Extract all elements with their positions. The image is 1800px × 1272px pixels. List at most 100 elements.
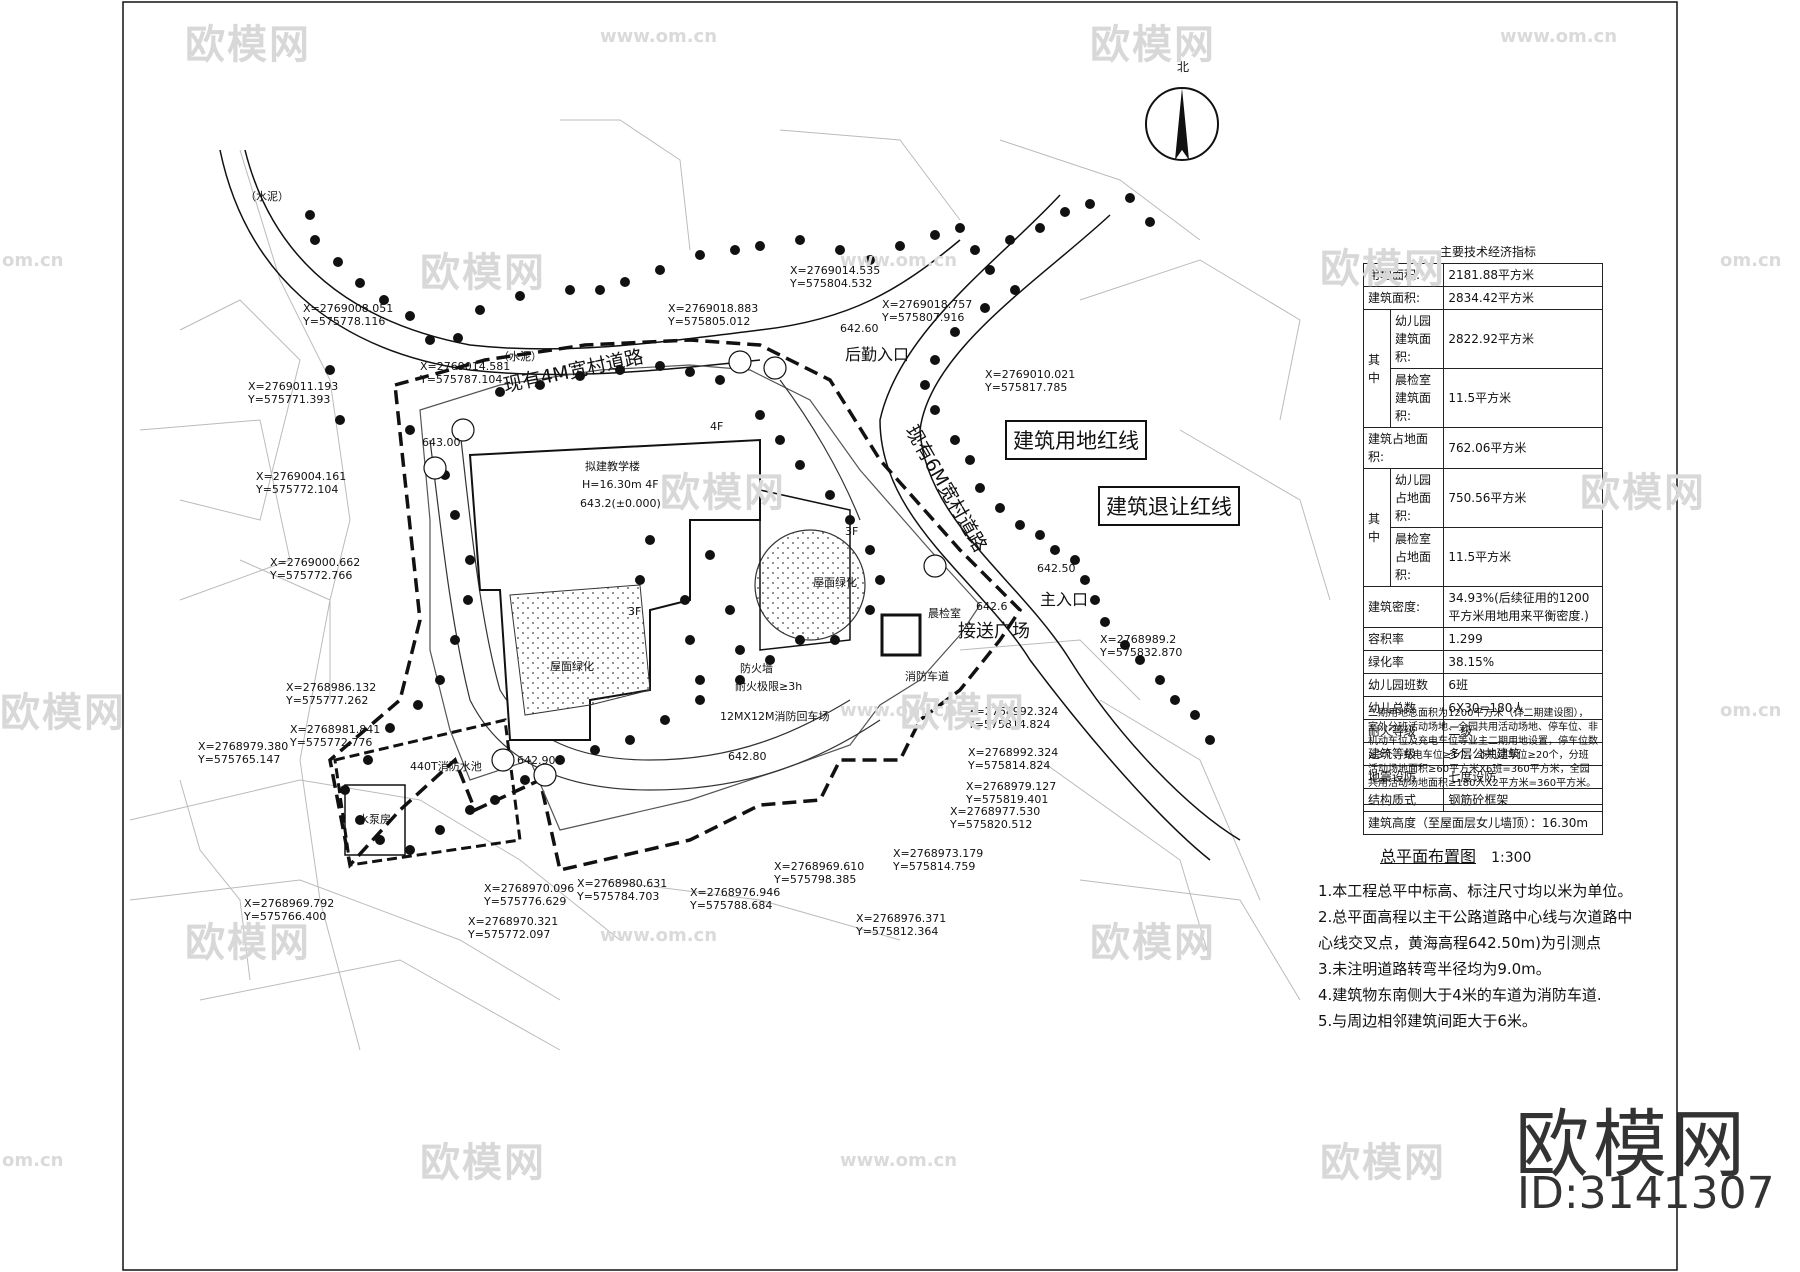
econ-indicators-table: 用地面积:2181.88平方米建筑面积:2834.42平方米其中幼儿园建筑面积:… (1362, 263, 1603, 835)
watermark-logo: 欧模网 (0, 690, 126, 736)
note-item: 心线交叉点，黄海高程642.50m)为引测点 (1318, 934, 1601, 952)
tree-icon (1145, 217, 1155, 227)
building-height-label: H=16.30m 4F (582, 478, 659, 491)
note-item: 3.未注明道路转弯半径均为9.0m。 (1318, 960, 1551, 978)
tree-icon (435, 675, 445, 685)
drawing-border (122, 1, 1678, 1271)
cement-label-2: （水泥） (498, 350, 542, 363)
tree-icon (655, 361, 665, 371)
fire-lane-label: 消防车道 (905, 669, 949, 683)
tree-icon (865, 605, 875, 615)
tree-icon (590, 745, 600, 755)
tree-icon (333, 257, 343, 267)
floors-3f-label-b: 3F (845, 525, 858, 538)
elevation-642-50: 642.50 (1037, 562, 1076, 575)
econ-row: 建筑等级多层公共建筑 (1362, 742, 1603, 766)
tree-icon (875, 575, 885, 585)
econ-row: 其中幼儿园占地面积:750.56平方米 (1363, 468, 1603, 587)
note-item: 5.与周边相邻建筑间距大于6米。 (1318, 1012, 1537, 1030)
context-linework (129, 119, 1331, 1051)
tree-icon (385, 723, 395, 733)
econ-value: 34.93%(后续征用的1200平方米用地用来平衡密度.) (1443, 586, 1603, 628)
tree-icon (835, 245, 845, 255)
tree-icon (465, 555, 475, 565)
econ-key: 建筑密度: (1362, 586, 1445, 628)
grid-markers (423, 350, 947, 787)
elevation-642-80: 642.80 (728, 750, 767, 763)
watermark-logo: 欧模网 (660, 470, 786, 516)
tree-icon (405, 311, 415, 321)
drawing-scale: 1:300 (1491, 850, 1532, 866)
elevation-642-60: 642.60 (840, 322, 879, 335)
tree-icon (615, 365, 625, 375)
econ-group-cell: 其中 (1363, 468, 1391, 587)
tree-icon (795, 635, 805, 645)
econ-row: 晨检室建筑面积:11.5平方米 (1364, 368, 1603, 428)
tree-icon (950, 327, 960, 337)
brand-id: ID:3141307 (1517, 1168, 1775, 1219)
tree-icon (660, 715, 670, 725)
watermark-logo: 欧模网 (185, 22, 311, 68)
tree-icon (555, 755, 565, 765)
watermark-url-short: om.cn (2, 250, 64, 271)
watermark-logo: 欧模网 (1580, 470, 1706, 516)
north-arrow (1145, 87, 1219, 161)
watermark-logo: 欧模网 (420, 250, 546, 296)
econ-group-cell: 其中 (1363, 309, 1391, 428)
econ-key: 容积率 (1362, 627, 1445, 651)
econ-key: 建筑等级 (1362, 742, 1445, 766)
tree-icon (413, 700, 423, 710)
econ-value: 11.5平方米 (1443, 368, 1603, 428)
econ-value: 钢筋砼框架 (1443, 788, 1603, 812)
tree-icon (625, 735, 635, 745)
tree-icon (930, 355, 940, 365)
tree-icon (463, 595, 473, 605)
note-item: 4.建筑物东南侧大于4米的车道为消防车道. (1318, 986, 1602, 1004)
econ-value: 6班 (1443, 673, 1603, 697)
tree-icon (450, 510, 460, 520)
tree-icon (930, 405, 940, 415)
tree-icon (1050, 545, 1060, 555)
econ-value: 750.56平方米 (1443, 468, 1603, 528)
tree-icon (715, 375, 725, 385)
wing-3f-right (759, 489, 851, 651)
tree-icon (775, 435, 785, 445)
tree-icon (1015, 520, 1025, 530)
tree-icon (515, 291, 525, 301)
tree-icon (355, 278, 365, 288)
watermark-url: www.om.cn (1500, 26, 1618, 47)
econ-row: 耐火等级二级 (1362, 719, 1603, 743)
roof-green-label-2: 屋面绿化 (813, 575, 857, 589)
tree-icon (1070, 555, 1080, 565)
tree-icon (1190, 710, 1200, 720)
tree-icon (730, 245, 740, 255)
tree-icon (575, 371, 585, 381)
tree-icon (1035, 530, 1045, 540)
tree-icon (1100, 617, 1110, 627)
pump-room-label: 水泵房 (358, 813, 391, 826)
tree-icon (845, 515, 855, 525)
tree-icon (930, 230, 940, 240)
tree-icon (450, 635, 460, 645)
floors-3f-label-a: 3F (628, 605, 641, 618)
fire-rating-label: 耐火极限≥3h (735, 679, 802, 693)
tree-icon (363, 755, 373, 765)
firewall-label: 防火墙 (740, 661, 773, 675)
tree-icon (965, 455, 975, 465)
tree-icon (520, 775, 530, 785)
econ-key: 幼儿园建筑面积: (1389, 309, 1445, 369)
watermark-url: www.om.cn (600, 925, 718, 946)
